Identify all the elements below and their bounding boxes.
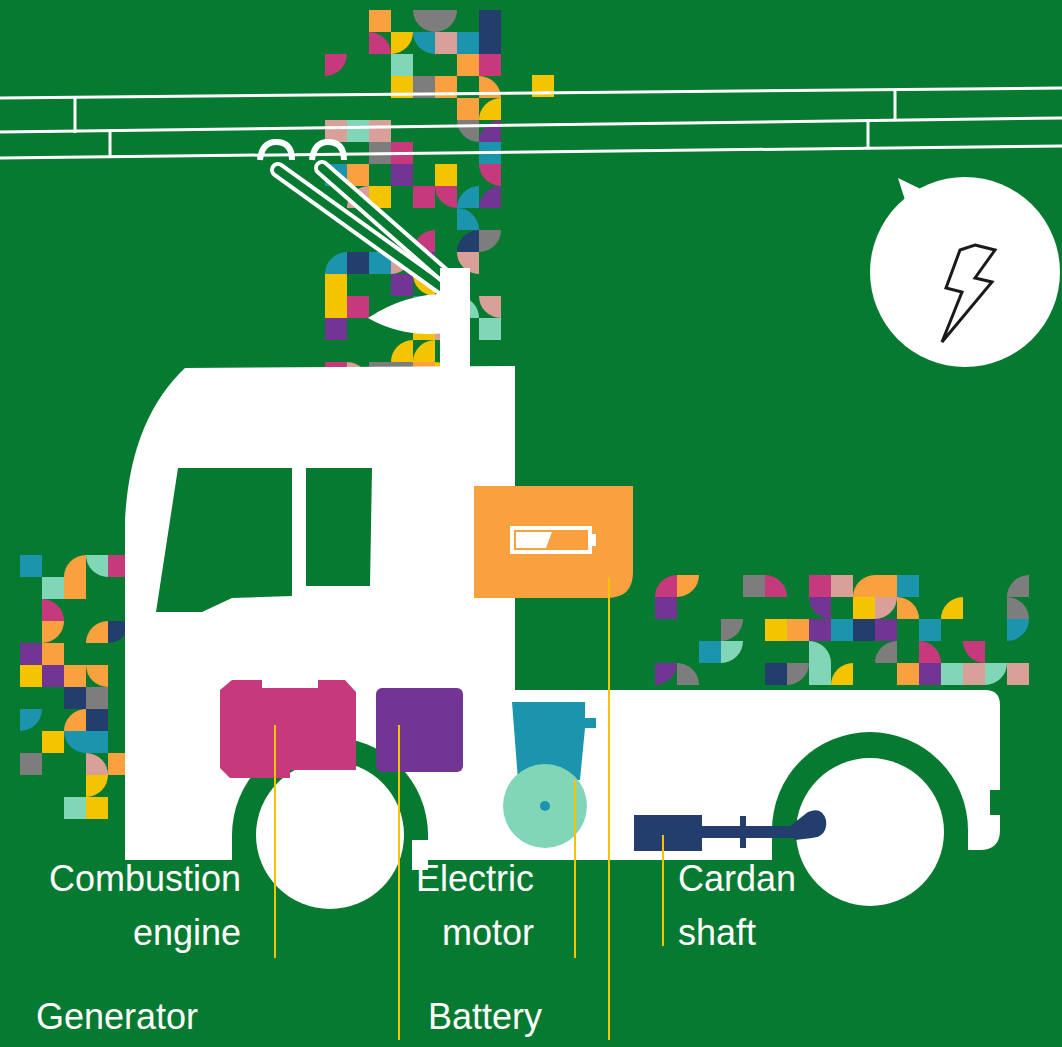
cab-windows	[156, 468, 372, 612]
part-label: Battery	[428, 990, 578, 1044]
roof-spoiler	[368, 294, 462, 335]
part-label: Cardan shaft	[678, 852, 818, 960]
overhead-wires	[0, 88, 1062, 158]
combustion-engine	[220, 680, 356, 778]
leader-lines	[275, 578, 663, 1040]
part-label: Electric motor	[382, 852, 534, 960]
pantograph	[260, 142, 452, 292]
generator	[376, 688, 463, 772]
drivetrain-parts	[220, 486, 826, 851]
power-bubble	[870, 177, 1060, 367]
part-label: Combustion engine	[36, 852, 241, 960]
part-label: Generator	[36, 990, 236, 1044]
cardan-shaft	[634, 815, 702, 851]
